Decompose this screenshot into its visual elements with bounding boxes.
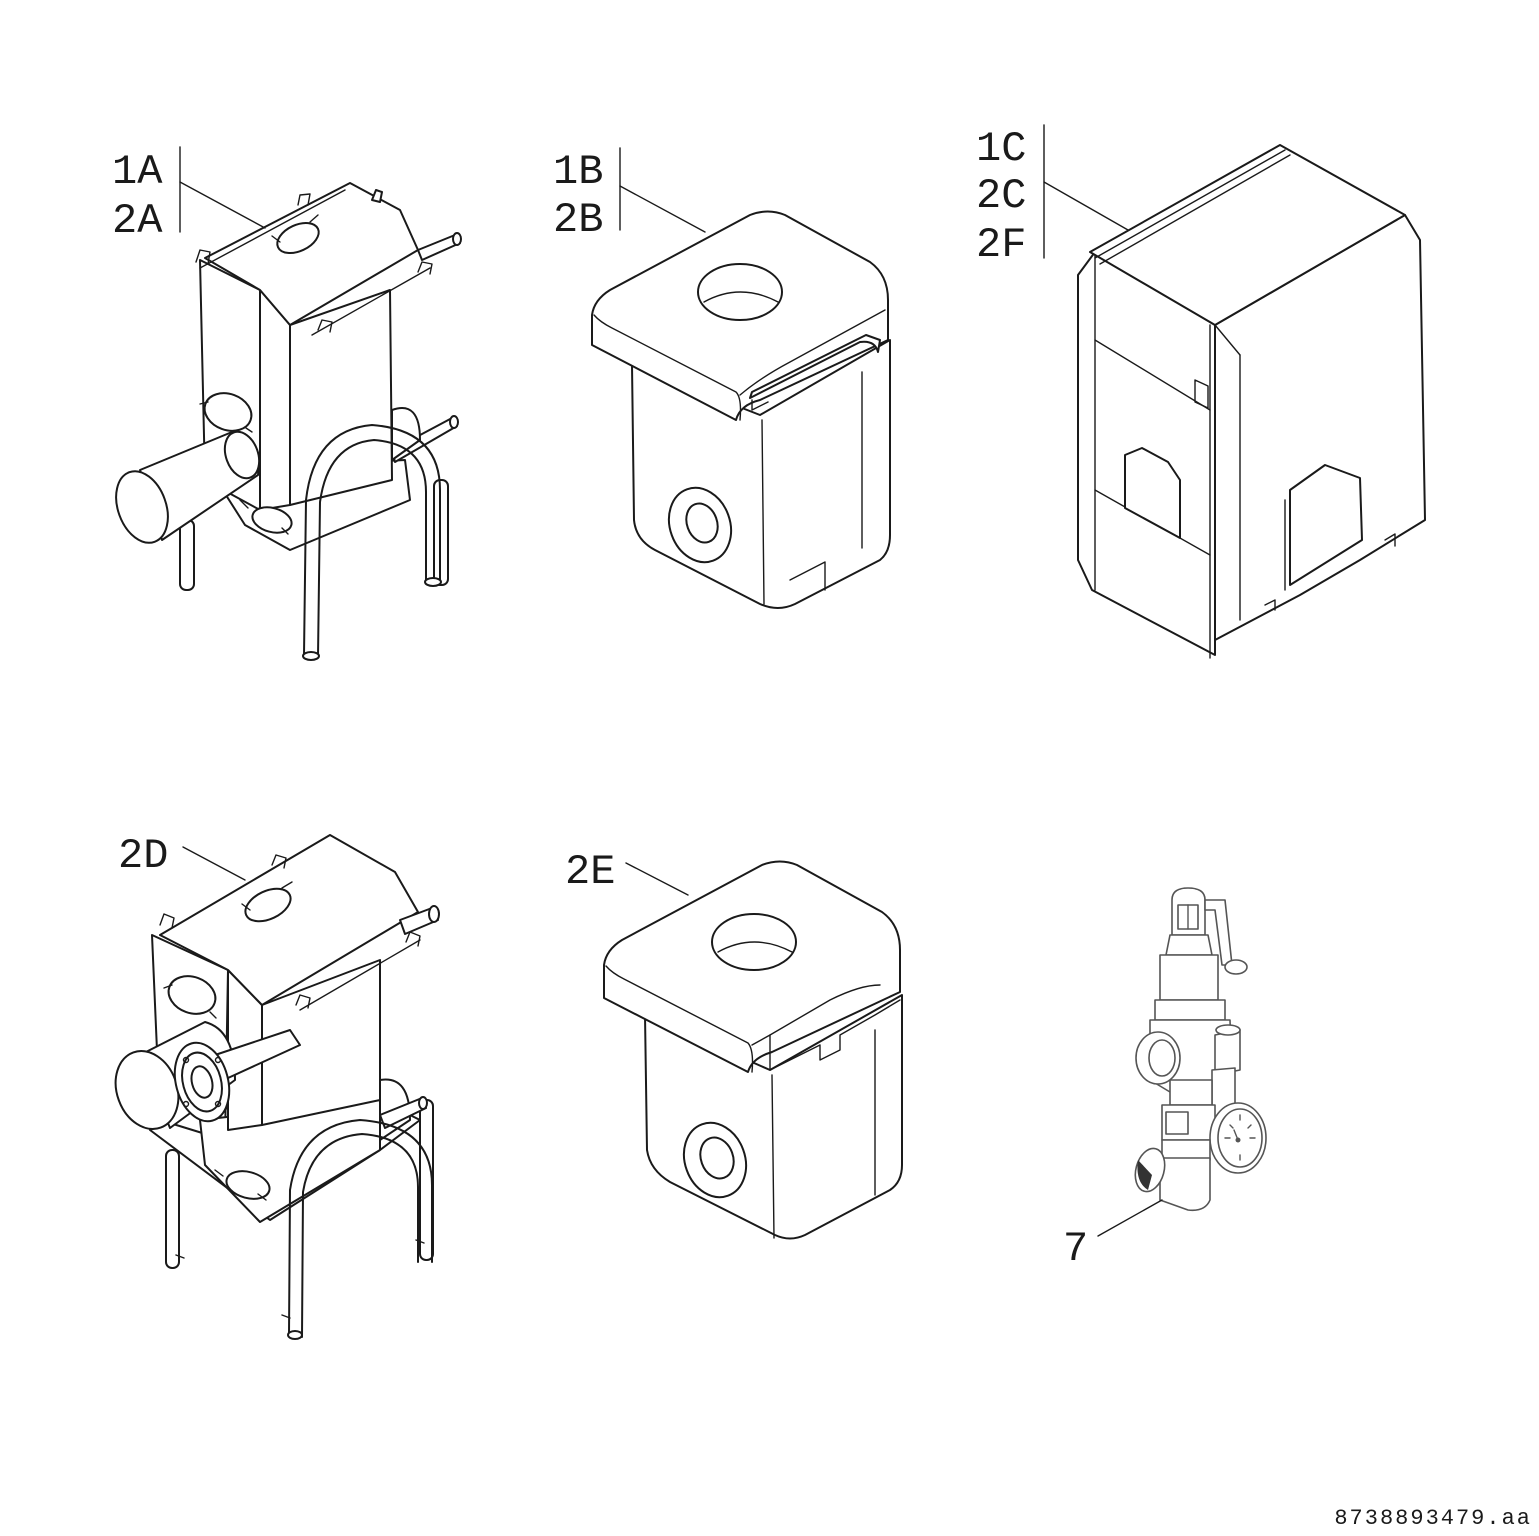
label-1c: 1C [976,125,1026,173]
component-1b-2b [591,147,891,609]
component-2d [114,834,440,1340]
label-2a: 2A [112,197,163,245]
component-1c-2c-2f [1043,124,1426,659]
label-1b: 1B [553,148,603,196]
component-1a-2a [115,146,462,661]
reference-code: 8738893479.aa [1334,1506,1532,1531]
label-2c: 2C [976,172,1026,220]
label-2d: 2D [118,832,168,880]
label-2b: 2B [553,196,603,244]
label-7: 7 [1063,1225,1088,1273]
label-2f: 2F [976,221,1026,269]
label-1a: 1A [112,148,163,196]
component-7 [1097,887,1267,1237]
component-2e [603,860,903,1240]
label-2e: 2E [565,848,615,896]
